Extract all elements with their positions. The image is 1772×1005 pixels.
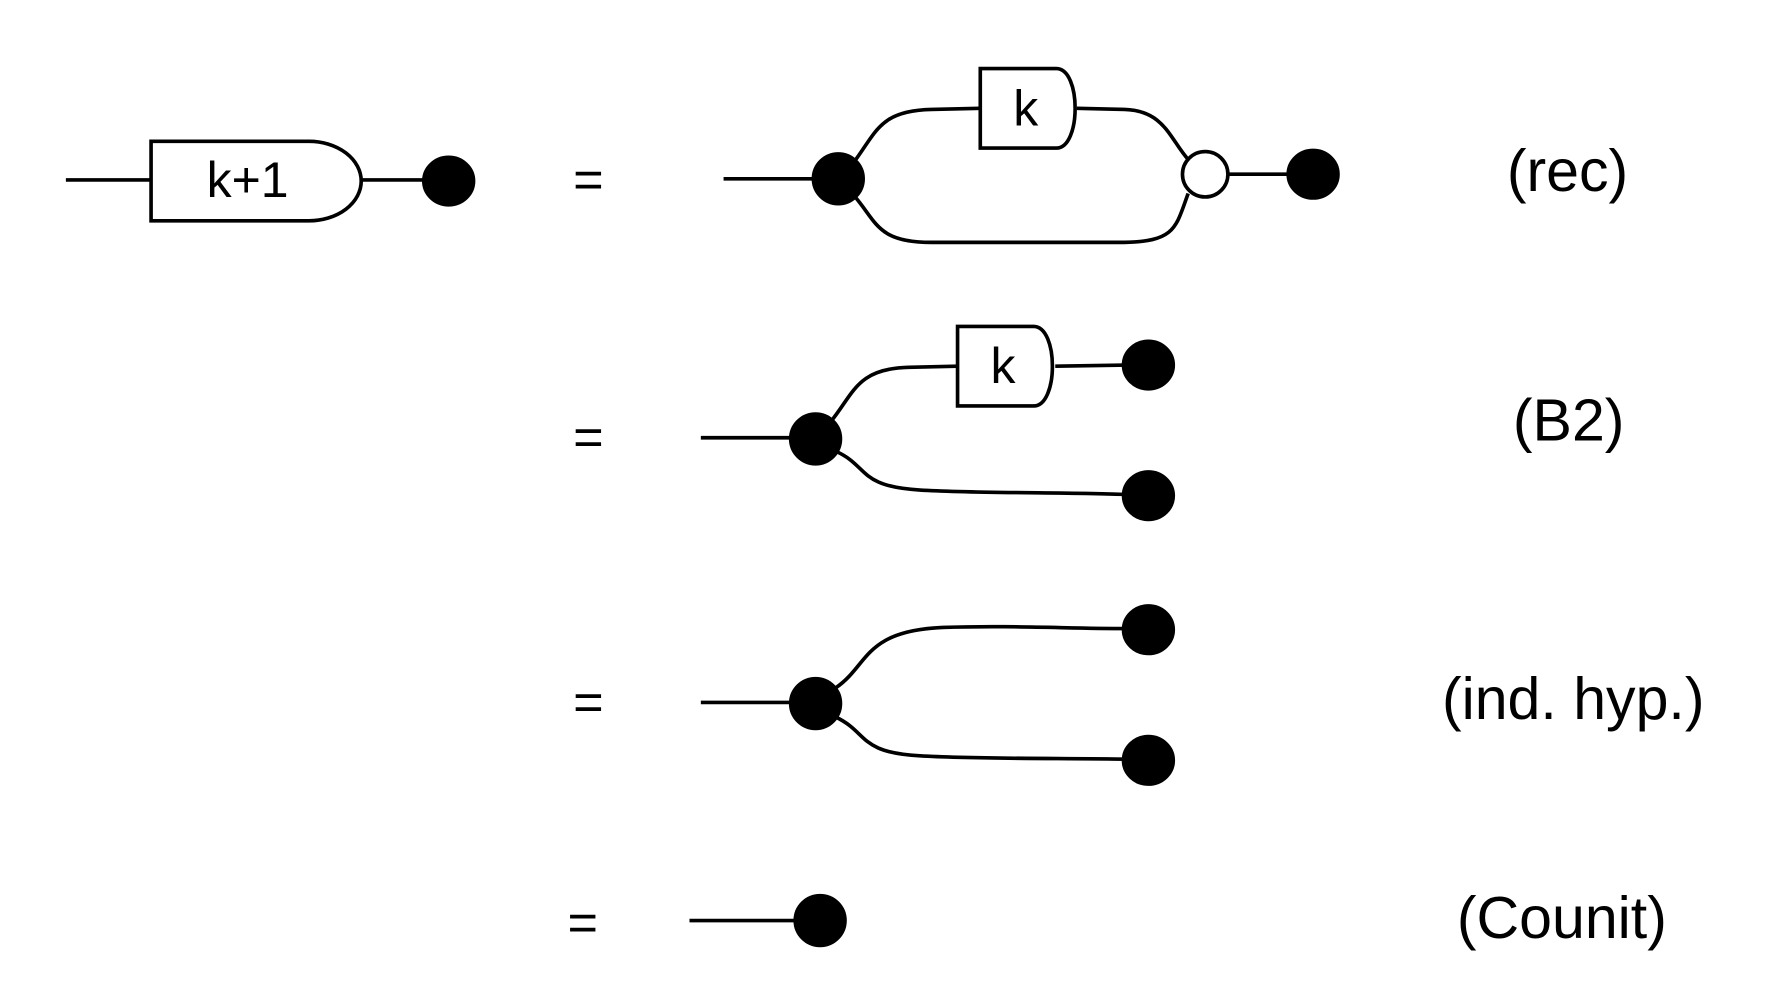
box-k-plus-1 xyxy=(149,139,364,223)
lower-branch-wire xyxy=(835,715,1127,762)
equals-sign: = xyxy=(573,673,604,731)
copy-dot xyxy=(811,152,865,206)
upper-branch-wire xyxy=(834,624,1127,690)
rec-diagram: k xyxy=(723,66,1340,245)
upper-branch-wire xyxy=(852,106,981,163)
counit-dot xyxy=(793,893,847,948)
counit-dot xyxy=(1121,470,1176,522)
equals-sign: = xyxy=(573,409,604,467)
lower-branch-wire xyxy=(852,192,1190,245)
rule-tag-b2: (B2) xyxy=(1513,388,1625,454)
b2-diagram: k xyxy=(700,324,1176,522)
equals-sign: = xyxy=(567,894,598,952)
box-label: k xyxy=(1013,80,1039,136)
copy-dot xyxy=(788,676,843,731)
counit-diagram xyxy=(689,893,847,948)
equals-sign: = xyxy=(573,151,604,209)
rule-tag-ind-hyp: (ind. hyp.) xyxy=(1442,666,1705,732)
upper-merge-wire xyxy=(1076,106,1190,161)
rule-tag-counit: (Counit) xyxy=(1457,885,1667,951)
box-label: k xyxy=(991,338,1017,394)
counit-dot xyxy=(1121,339,1176,391)
ind-hyp-diagram xyxy=(700,604,1176,786)
upper-output-wire xyxy=(1055,363,1127,369)
merge-dot xyxy=(1180,149,1230,199)
counit-dot xyxy=(1286,148,1340,200)
upper-branch-wire xyxy=(830,364,958,422)
box-k xyxy=(978,66,1077,150)
rule-tag-rec: (rec) xyxy=(1507,138,1628,204)
lhs-diagram: k+1 xyxy=(65,139,476,223)
copy-dot xyxy=(788,412,843,466)
box-label: k+1 xyxy=(207,152,289,208)
box-k xyxy=(955,324,1055,408)
lower-branch-wire xyxy=(835,449,1127,497)
counit-dot xyxy=(1121,604,1176,656)
counit-dot xyxy=(1121,734,1176,786)
counit-dot xyxy=(421,155,476,207)
